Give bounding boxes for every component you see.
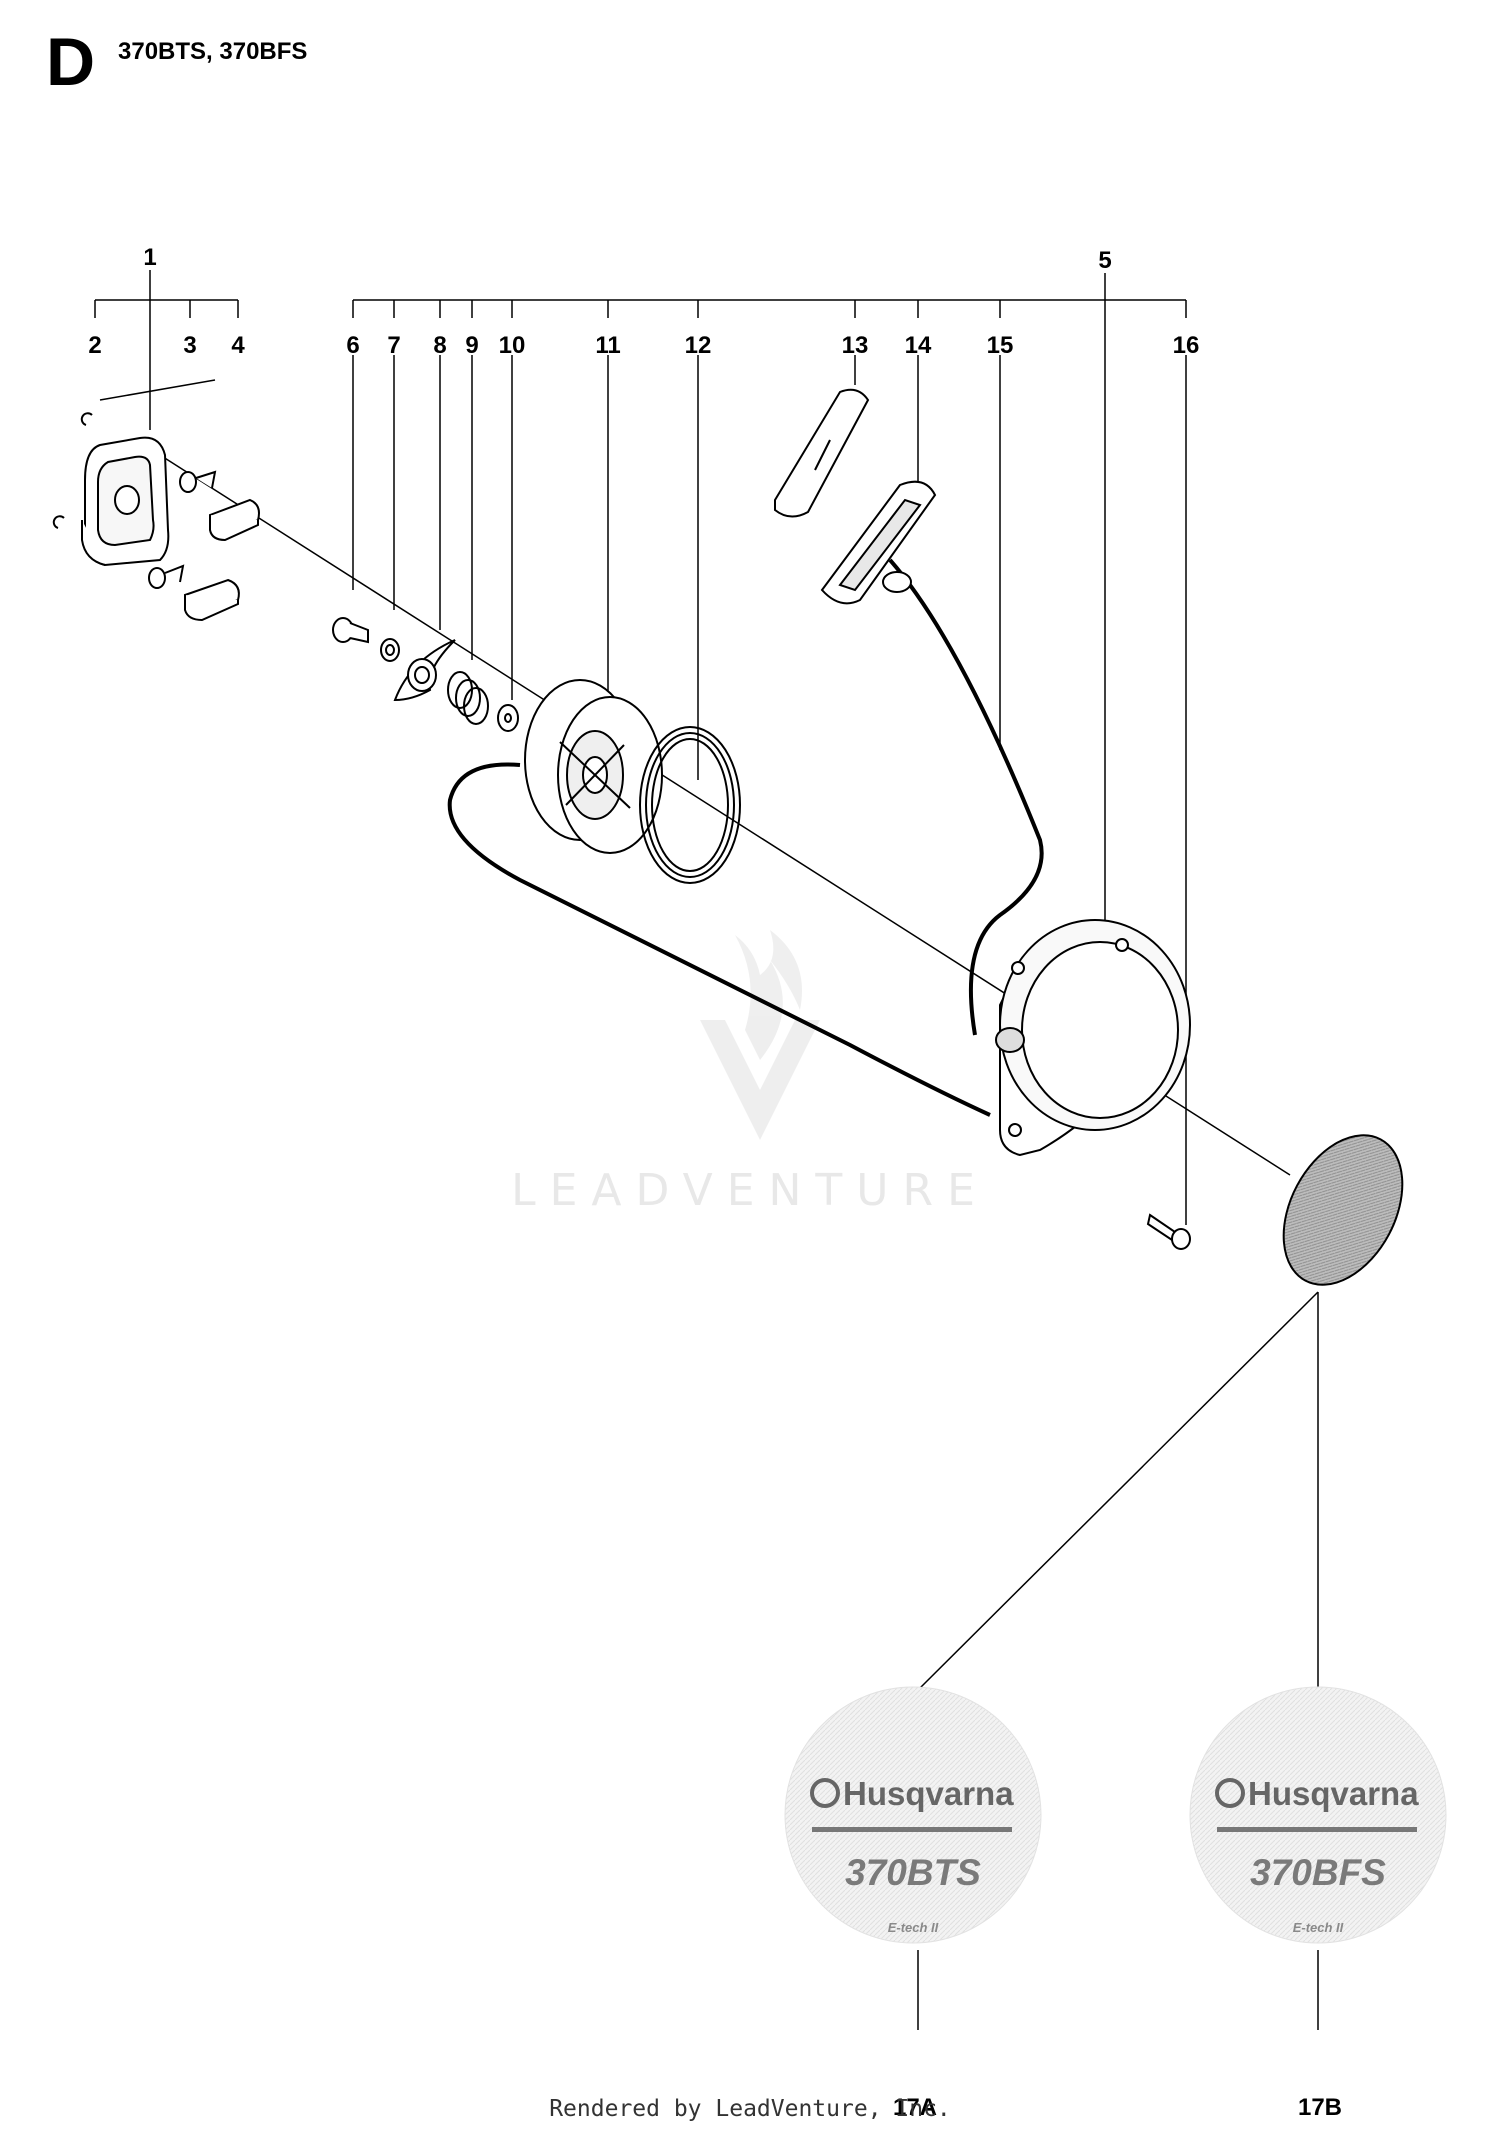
- callout-10: 10: [499, 332, 526, 359]
- callout-13: 13: [842, 332, 869, 359]
- part-5-starter-housing: [995, 919, 1191, 1157]
- decal-model: 370BTS: [845, 1852, 981, 1893]
- part-6-screw: [332, 617, 369, 644]
- callout-14: 14: [905, 332, 932, 359]
- part-16-screw: [1146, 1213, 1191, 1250]
- decal-sub: E-tech II: [1293, 1920, 1344, 1935]
- decal-brand: Husqvarna: [843, 1775, 1014, 1812]
- watermark-text: LEADVENTURE: [511, 1165, 989, 1216]
- decal-brand: Husqvarna: [1248, 1775, 1419, 1812]
- model-title: 370BTS, 370BFS: [118, 38, 308, 65]
- part-13-handle: [774, 388, 870, 518]
- part-11-pulley: [524, 679, 663, 854]
- callout-9: 9: [465, 332, 478, 359]
- decal-model: 370BFS: [1250, 1852, 1386, 1893]
- callout-17a: 17A: [893, 2094, 937, 2121]
- part-2-clip: [52, 412, 93, 529]
- watermark: LEADVENTURE: [511, 930, 989, 1216]
- part-7-washer: [380, 638, 400, 662]
- part-3-spring: [148, 470, 217, 589]
- decal-17b: Husqvarna 370BFS E-tech II: [1189, 1686, 1447, 1944]
- callout-8: 8: [433, 332, 446, 359]
- callout-3: 3: [183, 332, 196, 359]
- part-8-pawl: [393, 639, 456, 702]
- callout-17b: 17B: [1298, 2094, 1342, 2121]
- decal-17a: Husqvarna 370BTS E-tech II: [784, 1686, 1042, 1944]
- callout-2: 2: [88, 332, 101, 359]
- callout-5: 5: [1098, 247, 1111, 274]
- husqvarna-logo-icon: Husqvarna: [1215, 1775, 1419, 1812]
- callout-6: 6: [346, 332, 359, 359]
- decal-sub: E-tech II: [888, 1920, 939, 1935]
- callout-11: 11: [595, 332, 620, 359]
- callout-1: 1: [143, 244, 156, 271]
- husqvarna-logo-icon: Husqvarna: [810, 1775, 1014, 1812]
- callout-16: 16: [1173, 332, 1200, 359]
- callout-4: 4: [231, 332, 245, 359]
- part-4-knob: [183, 498, 260, 622]
- callout-7: 7: [387, 332, 400, 359]
- callouts: 1 2 3 4 5 6 7 8 9 10 11 12 13 14 15 16 1…: [88, 244, 1342, 2121]
- part-15-rope: [447, 558, 1044, 1117]
- footer-credit: Rendered by LeadVenture, Inc.: [549, 2096, 951, 2122]
- part-14-handle-insert: [820, 480, 937, 605]
- part-17-decal: [1282, 1134, 1404, 1286]
- part-10-washer: [497, 704, 519, 732]
- part-1-cover: [81, 436, 170, 567]
- part-12-recoil-spring: [639, 726, 741, 884]
- callout-12: 12: [685, 332, 712, 359]
- part-9-spring: [447, 671, 489, 725]
- section-letter: D: [46, 24, 96, 100]
- callout-15: 15: [987, 332, 1014, 359]
- leader-lines: [94, 270, 1319, 2030]
